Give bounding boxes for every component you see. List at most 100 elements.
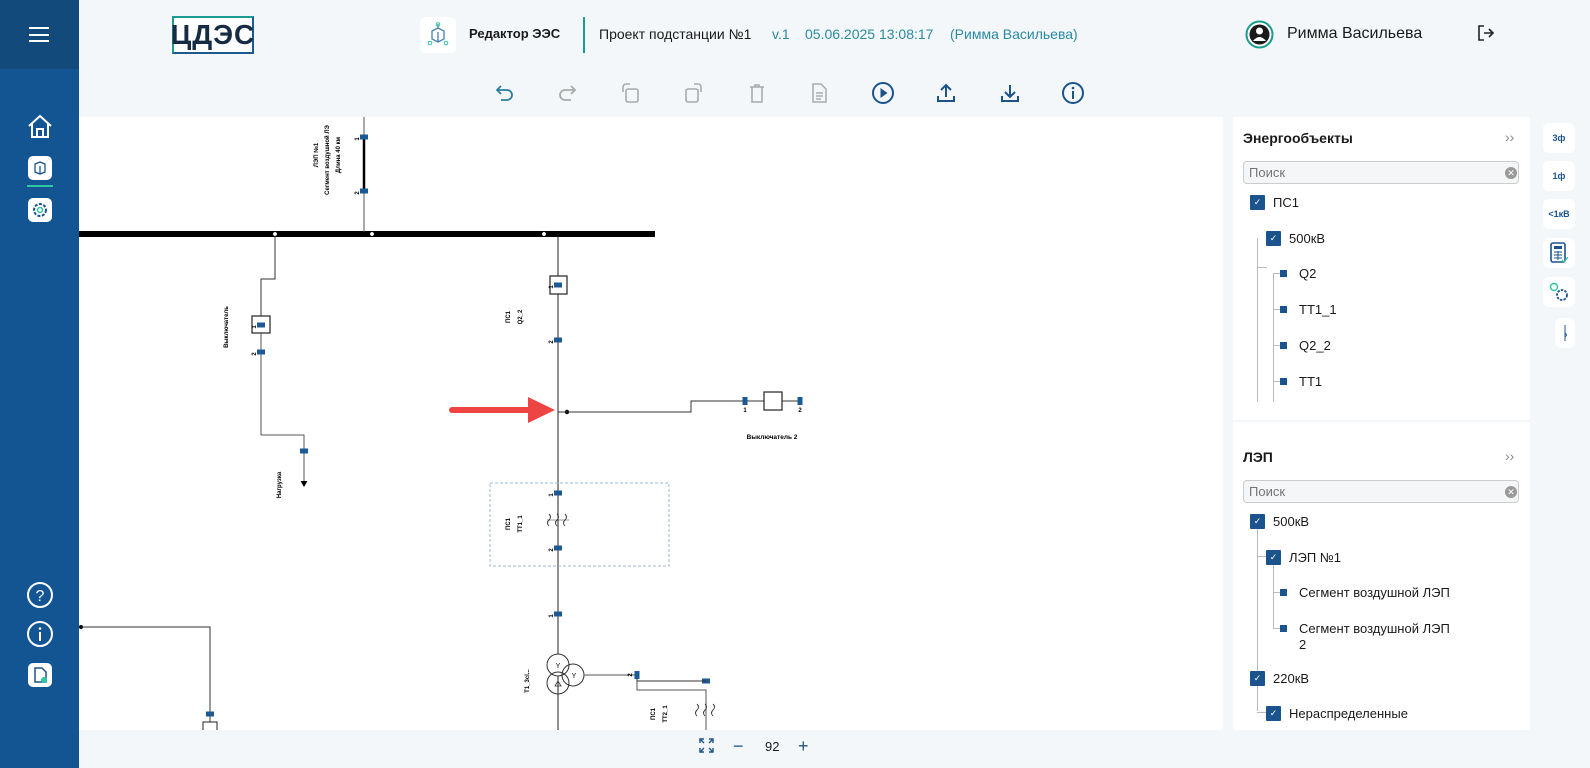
tree-node-unassigned[interactable]: ✓ Нераспределенные (1266, 706, 1408, 721)
tree-node-500kv[interactable]: ✓500кВ (1250, 514, 1309, 529)
tree-line (1273, 381, 1283, 382)
zoom-out-button[interactable]: − (733, 736, 744, 756)
tree-leaf[interactable]: ТТ1 (1280, 374, 1322, 389)
low-voltage-button[interactable]: <1кВ (1543, 199, 1575, 229)
schematic-canvas[interactable]: 1 2 ЛЭП №1 Сегмент воздушной ЛЭ Длина 40… (79, 117, 1223, 730)
station-label: ПС1 (506, 517, 512, 530)
logo: ЦДЭС (171, 16, 254, 54)
expand-checkbox[interactable]: ✓ (1266, 706, 1281, 721)
node-label: Сегмент воздушной ЛЭП (1299, 585, 1450, 600)
home-icon[interactable] (25, 111, 55, 141)
tree-line (1257, 686, 1258, 711)
tree-node-ps1[interactable]: ✓ПС1 (1250, 195, 1299, 210)
expand-checkbox[interactable]: ✓ (1266, 231, 1281, 246)
app-name: Редактор ЭЭС (469, 26, 561, 41)
collapse-panel-button[interactable]: ›› (1505, 448, 1515, 464)
avatar-icon[interactable] (1245, 20, 1274, 54)
document-icon[interactable] (25, 660, 55, 690)
transformer-t1[interactable]: 1 YY T1_3cl... 2 (525, 611, 710, 731)
redo-icon[interactable] (554, 80, 580, 106)
document-icon[interactable] (806, 80, 832, 106)
line-segment[interactable]: 1 2 ЛЭП №1 Сегмент воздушной ЛЭ Длина 40… (313, 117, 368, 232)
tree-node-line1[interactable]: ✓ ЛЭП №1 (1266, 550, 1341, 565)
info-icon[interactable] (1060, 80, 1086, 106)
busbar[interactable] (79, 231, 655, 237)
undo-icon[interactable] (492, 80, 518, 106)
logout-icon[interactable] (1476, 23, 1496, 48)
tree-line (1273, 345, 1283, 346)
expand-checkbox[interactable]: ✓ (1250, 514, 1265, 529)
one-phase-button[interactable]: 1ф (1543, 161, 1575, 191)
tree-line (1273, 273, 1283, 274)
port-label: 1 (355, 137, 361, 141)
sidebar-top (0, 0, 79, 69)
editor-icon[interactable] (25, 153, 55, 183)
datetime: 05.06.2025 13:08:17 (805, 26, 934, 42)
port-label: 2 (252, 352, 258, 356)
node-label: ТТ1_1 (1299, 302, 1337, 317)
fit-screen-icon[interactable] (699, 738, 714, 758)
tree-node-500kv[interactable]: ✓ 500кВ (1266, 231, 1325, 246)
clear-search-icon[interactable]: ✕ (1505, 486, 1517, 498)
element-label: Q2_2 (518, 309, 524, 324)
breaker-left[interactable]: 1 2 Выключатель Нагрузка (224, 236, 308, 498)
expand-checkbox[interactable]: ✓ (1250, 671, 1265, 686)
calculator-button[interactable] (1543, 238, 1575, 268)
info-icon[interactable] (25, 619, 55, 649)
run-icon[interactable] (870, 80, 896, 106)
tree-line (1273, 628, 1283, 629)
expand-checkbox[interactable]: ✓ (1250, 195, 1265, 210)
current-transformer-tt1-1[interactable]: 1 2 ПС1 ТТ1_1 (489, 482, 670, 567)
breaker-2[interactable]: 1 2 Выключатель 2 (558, 391, 803, 441)
tree-leaf[interactable]: Сегмент воздушной ЛЭП 2 (1280, 621, 1459, 653)
zoom-in-button[interactable]: + (798, 736, 809, 756)
download-icon[interactable] (997, 80, 1023, 106)
more-tools-button[interactable] (1555, 318, 1575, 348)
tree-leaf[interactable]: Q2 (1280, 266, 1316, 281)
gears-button[interactable] (1543, 277, 1575, 307)
tree-line (1273, 563, 1274, 628)
three-phase-button[interactable]: 3ф (1543, 123, 1575, 153)
tool-icon (1564, 325, 1567, 341)
settings-icon[interactable] (25, 195, 55, 225)
line-label: Сегмент воздушной ЛЭ (324, 124, 331, 194)
delete-icon[interactable] (744, 80, 770, 106)
tree-line (1273, 274, 1274, 402)
energy-search-input[interactable] (1243, 161, 1519, 184)
breaker-label: Выключатель 2 (747, 434, 798, 441)
sidebar: ? (0, 0, 79, 768)
node-label: Q2 (1299, 266, 1317, 281)
tree-leaf[interactable]: Q2_2 (1280, 338, 1331, 353)
svg-text:Y: Y (572, 673, 577, 680)
leaf-icon (1280, 625, 1287, 632)
node-label: Нераспределенные (1289, 706, 1408, 721)
breaker-q2-2[interactable]: 1 2 ПС1 Q2_2 (506, 275, 568, 344)
clear-search-icon[interactable]: ✕ (1505, 167, 1517, 179)
tree-node-220kv[interactable]: ✓220кВ (1250, 671, 1309, 686)
station-label: ПС1 (651, 707, 657, 720)
active-indicator (27, 185, 53, 187)
help-icon[interactable]: ? (25, 580, 55, 610)
tree-line (1257, 712, 1267, 713)
current-transformer-tt2-1[interactable]: ПС1 ТТ2_1 (651, 703, 715, 723)
port-label: 2 (549, 548, 555, 552)
tree-line (1257, 556, 1267, 557)
menu-icon[interactable] (29, 27, 49, 42)
rotate-right-icon[interactable] (680, 80, 706, 106)
rotate-left-icon[interactable] (618, 80, 644, 106)
red-arrow-annotation (449, 397, 555, 423)
node-label: ЛЭП №1 (1289, 550, 1342, 565)
breaker-label: Выключатель (224, 306, 230, 348)
collapse-panel-button[interactable]: ›› (1505, 129, 1515, 145)
leaf-icon (1280, 589, 1287, 596)
tree-leaf[interactable]: Сегмент воздушной ЛЭП (1280, 585, 1450, 600)
lines-search-input[interactable] (1243, 480, 1519, 503)
tree-line (1257, 238, 1258, 402)
port-label: 1 (549, 285, 555, 289)
node-label: 500кВ (1289, 231, 1326, 246)
load-label: Нагрузка (277, 471, 283, 498)
expand-checkbox[interactable]: ✓ (1266, 550, 1281, 565)
tree-leaf[interactable]: ТТ1_1 (1280, 302, 1337, 317)
upload-icon[interactable] (933, 80, 959, 106)
left-branch[interactable] (79, 625, 218, 730)
